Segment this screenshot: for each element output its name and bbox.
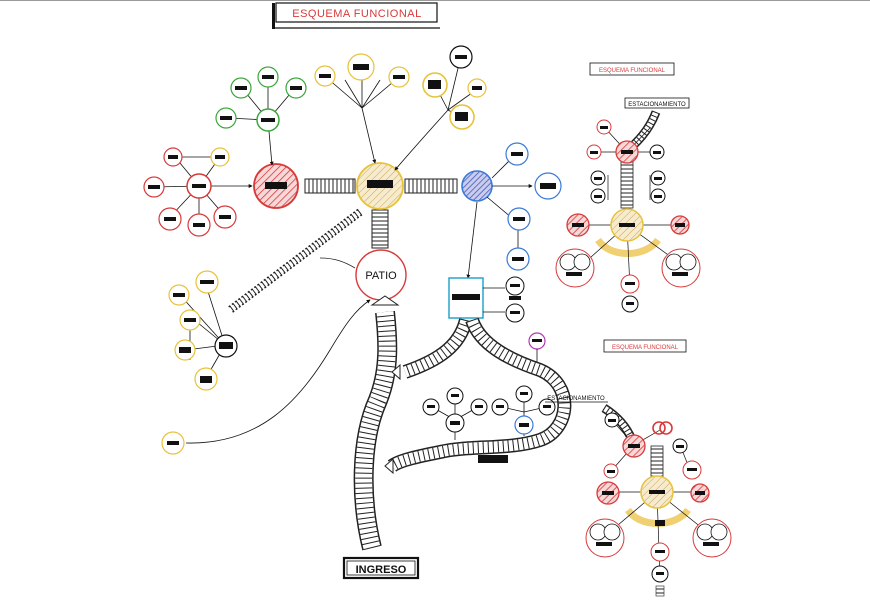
purple-node bbox=[528, 332, 546, 362]
main-title: ESQUEMA FUNCIONAL bbox=[292, 8, 422, 20]
green-cluster-nodes bbox=[215, 66, 307, 132]
right-bottom-title: ESQUEMA FUNCIONAL bbox=[612, 345, 679, 351]
corridor-diagonal bbox=[227, 208, 363, 314]
corridor-left bbox=[304, 178, 356, 194]
right-top-title: ESQUEMA FUNCIONAL bbox=[599, 68, 666, 74]
yellow-cluster-center-nodes bbox=[314, 53, 410, 88]
blue-cluster-right-nodes bbox=[505, 142, 562, 271]
center-parking-label-block: ESTACIONAMIENTO bbox=[545, 396, 608, 403]
right-top-parking-label: ESTACIONAMIENTO bbox=[628, 102, 686, 108]
right-top-title-block: ESQUEMA FUNCIONAL bbox=[589, 62, 675, 76]
ingreso-label: INGRESO bbox=[356, 564, 407, 576]
right-top-scheme bbox=[555, 110, 701, 313]
yellow-cluster-right-nodes bbox=[422, 45, 487, 130]
corridor-right bbox=[404, 178, 458, 194]
main-title-block: ESQUEMA FUNCIONAL bbox=[272, 2, 440, 29]
corridor-y-split bbox=[384, 317, 572, 475]
patio-node: PATIO bbox=[355, 249, 407, 301]
right-bottom-scheme bbox=[585, 404, 732, 597]
yellow-cluster-center bbox=[326, 70, 399, 164]
ingreso-block: INGRESO bbox=[342, 556, 420, 580]
blue-cluster-right bbox=[466, 159, 533, 279]
right-bottom-title-block: ESQUEMA FUNCIONAL bbox=[603, 339, 687, 353]
red-cluster-left-nodes bbox=[143, 147, 237, 237]
patio-label: PATIO bbox=[365, 270, 397, 282]
right-top-parking-block: ESTACIONAMIENTO bbox=[624, 97, 690, 109]
center-parking-label: ESTACIONAMIENTO bbox=[547, 396, 605, 402]
right-blue-hub bbox=[461, 170, 493, 202]
left-red-hub bbox=[253, 163, 299, 209]
cyan-box-node bbox=[448, 276, 525, 323]
center-bottom-nodes bbox=[422, 385, 556, 435]
central-hub bbox=[356, 162, 404, 210]
yellow-cluster-left-nodes bbox=[168, 270, 238, 391]
corridor-down-patio bbox=[371, 209, 389, 249]
top-frame-line bbox=[0, 0, 870, 1]
ingreso-path bbox=[353, 295, 400, 551]
isolated-node-link bbox=[161, 299, 371, 455]
